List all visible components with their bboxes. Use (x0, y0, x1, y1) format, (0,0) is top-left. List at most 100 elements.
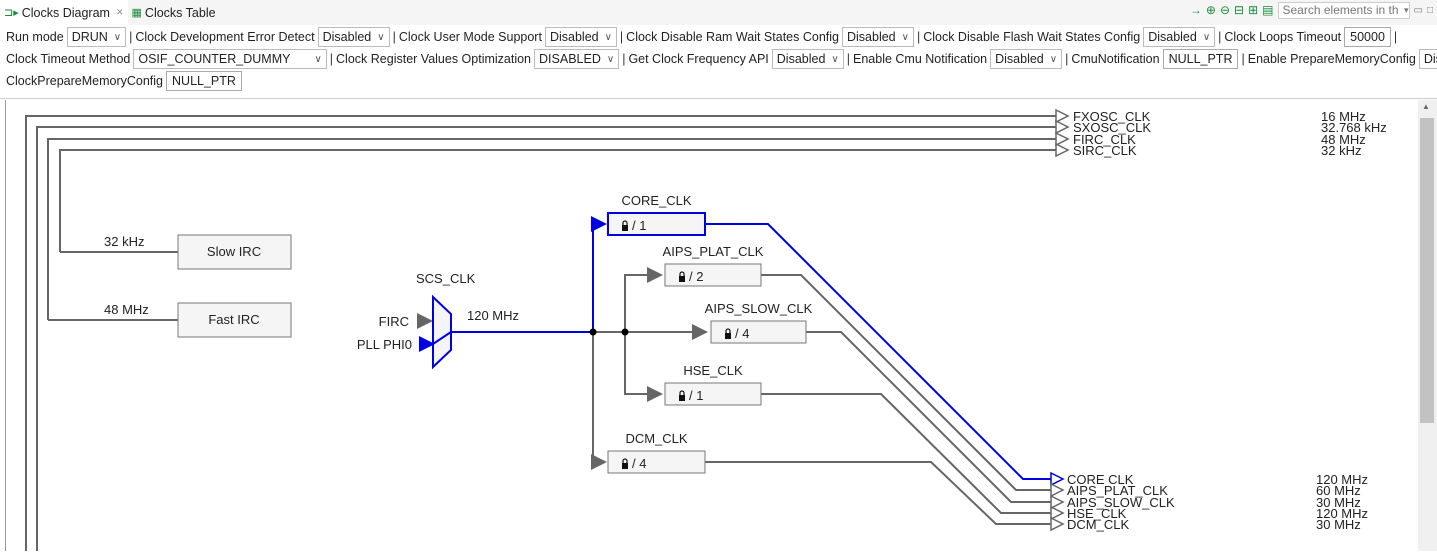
divider-box (664, 382, 762, 406)
output-port-icon (1050, 516, 1065, 532)
divider-name: DCM_CLK (625, 431, 687, 446)
label: Enable Cmu Notification (853, 52, 988, 66)
user-mode-select[interactable]: Disabled∨ (544, 27, 617, 47)
prepare-memory-input[interactable]: NULL_PTR (166, 71, 242, 91)
core-out (706, 223, 1053, 480)
divider (0, 98, 1437, 99)
divider-value: / 4 (632, 456, 646, 471)
scrollbar-thumb[interactable] (1420, 118, 1434, 423)
lock-icon (725, 328, 731, 333)
output-clock-name: AIPS_SLOW_CLK (1067, 495, 1175, 510)
label: CmuNotification (1071, 52, 1160, 66)
divider-value: / 4 (735, 326, 749, 341)
output-clock-name: HSE_CLK (1067, 506, 1127, 521)
lock-icon (679, 276, 685, 282)
output-port-icon (1055, 108, 1070, 124)
value: Disabled (995, 52, 1044, 66)
minimize-icon[interactable]: ▭ (1413, 4, 1423, 16)
junction (589, 328, 597, 336)
layout-alt-icon[interactable]: ⊞ (1248, 3, 1259, 17)
output-clock-freq: 30 MHz (1316, 517, 1361, 532)
output-port-icon (1055, 142, 1070, 158)
run-mode-select[interactable]: DRUN∨ (66, 27, 127, 47)
timeout-method-select[interactable]: OSIF_COUNTER_DUMMY∨ (133, 49, 327, 69)
arrow-right-icon[interactable]: → (1189, 3, 1202, 17)
layout-icon[interactable]: ⊟ (1234, 3, 1245, 17)
divider-value: / 2 (689, 269, 703, 284)
output-clock-freq: 120 MHz (1316, 472, 1368, 487)
mux-input: PLL PHI0 (357, 337, 412, 352)
chevron-down-icon: ∨ (113, 31, 122, 43)
close-icon[interactable]: ✕ (115, 7, 124, 17)
lock-icon (679, 271, 685, 276)
table-icon: ▦ (131, 7, 142, 19)
output-clock-name: CORE CLK (1067, 472, 1134, 487)
cmu-notification-enable-select[interactable]: Disabled∨ (990, 49, 1063, 69)
chevron-down-icon[interactable]: ▾ (1403, 4, 1409, 15)
output-clock-name: SXOSC_CLK (1073, 120, 1151, 135)
divider-value: / 1 (689, 388, 703, 403)
cmu-notification-input[interactable]: NULL_PTR (1162, 49, 1239, 69)
zoom-out-icon[interactable]: ⊖ (1219, 3, 1231, 17)
diagram-icon: ⊐▸ (4, 7, 19, 19)
output-clock-freq: 32 kHz (1321, 143, 1361, 158)
output-clock-freq: 48 MHz (1321, 132, 1366, 147)
label: Get Clock Frequency API (628, 52, 769, 66)
output-clock-name: FXOSC_CLK (1073, 109, 1151, 124)
output-clock-freq: 120 MHz (1316, 506, 1368, 521)
chevron-down-icon: ∨ (377, 31, 385, 43)
search-placeholder: Search elements in th (1282, 3, 1399, 17)
label: Clock Disable Flash Wait States Config (923, 30, 1141, 44)
list-icon[interactable]: ▤ (1262, 3, 1274, 17)
core-in (591, 216, 607, 332)
prepare-memory-enable-select[interactable]: Disabled∨ (1418, 49, 1437, 69)
firc-line (47, 138, 1056, 320)
lock-icon (622, 458, 628, 463)
maximize-icon[interactable]: □ (1426, 4, 1433, 16)
ram-wait-select[interactable]: Disabled∨ (841, 27, 914, 47)
lock-icon (725, 333, 731, 339)
tab-clocks-diagram[interactable]: ⊐▸Clocks Diagram✕ (0, 0, 128, 25)
source-freq: 32 kHz (104, 234, 144, 249)
chevron-down-icon: ∨ (831, 53, 839, 65)
tab-bar: ⊐▸Clocks Diagram✕ ▦Clocks Table → ⊕ ⊖ ⊟ … (0, 0, 1437, 25)
lock-icon (622, 463, 628, 469)
output-clock-freq: 16 MHz (1321, 109, 1366, 124)
label: Enable PrepareMemoryConfig (1247, 52, 1416, 66)
value: Disabled (322, 30, 372, 44)
scs-mux (432, 294, 452, 370)
label: Run mode (6, 30, 64, 44)
lock-icon (622, 225, 628, 231)
chevron-down-icon: ∨ (606, 53, 615, 65)
search-input[interactable]: Search elements in th ▾ (1277, 1, 1410, 19)
dev-error-detect-select[interactable]: Disabled ∨ (317, 27, 390, 47)
tab-clocks-table[interactable]: ▦Clocks Table (128, 0, 220, 25)
source-box (177, 234, 292, 270)
label: Clock User Mode Support (398, 30, 542, 44)
mux-freq: 120 MHz (467, 308, 519, 323)
output-clock-name: DCM_CLK (1067, 517, 1129, 532)
loops-timeout-input[interactable]: 50000 (1344, 27, 1391, 47)
label: Clock Development Error Detect (135, 30, 315, 44)
source-name: Fast IRC (208, 312, 259, 327)
divider-name: CORE_CLK (621, 193, 691, 208)
value: Disabled (776, 52, 826, 66)
fxosc-line (25, 115, 1056, 551)
divider-value: / 1 (632, 218, 646, 233)
lock-icon (679, 390, 685, 395)
aips-plat-in (624, 267, 663, 332)
dcm-out (705, 461, 1053, 525)
freq-api-select[interactable]: Disabled ∨ (771, 49, 844, 69)
zoom-in-icon[interactable]: ⊕ (1205, 3, 1216, 17)
flash-wait-select[interactable]: Disabled∨ (1143, 27, 1216, 47)
reg-opt-select[interactable]: DISABLED∨ (534, 49, 620, 69)
divider-box (664, 263, 762, 287)
output-port-icon (1050, 494, 1065, 510)
label: Clock Register Values Optimization (336, 52, 532, 66)
lock-icon (622, 220, 628, 225)
scroll-up-icon[interactable]: ▲ (1422, 102, 1430, 111)
value: OSIF_COUNTER_DUMMY (138, 52, 291, 66)
output-port-icon (1050, 505, 1065, 521)
